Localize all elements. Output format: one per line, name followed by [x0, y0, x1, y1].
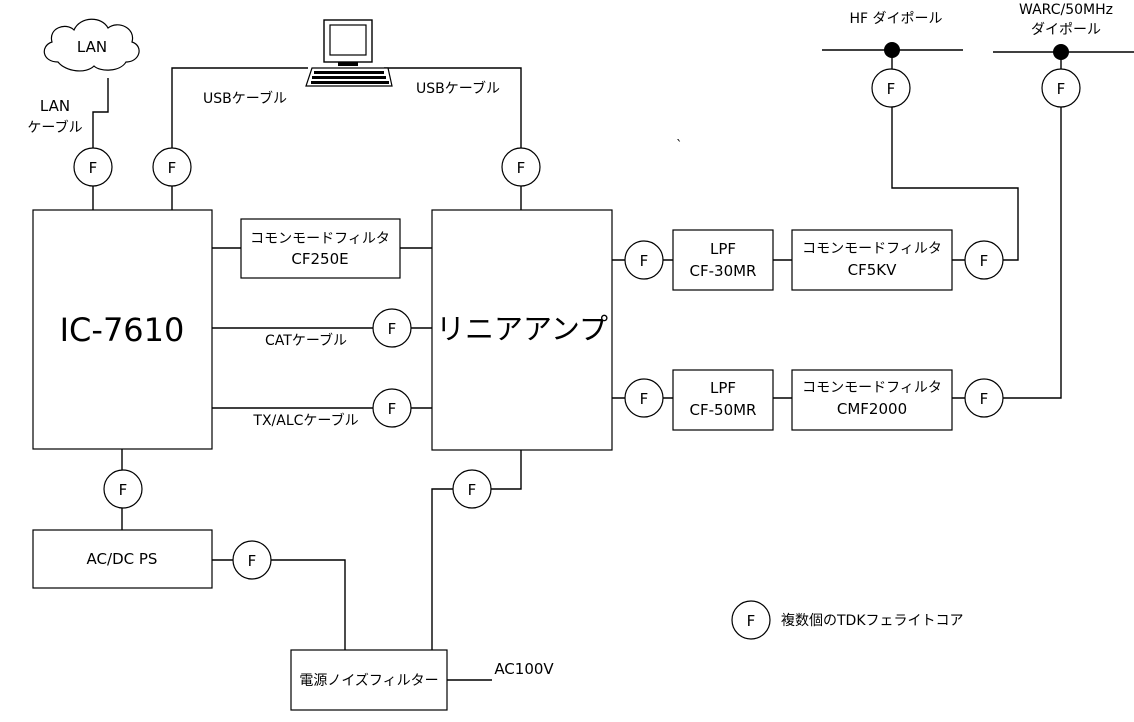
svg-text:F: F: [1057, 80, 1066, 98]
ferrite-core: F: [624, 378, 664, 418]
legend: F 複数個のTDKフェライトコア: [731, 600, 964, 640]
linear-amp-label: リニアアンプ: [436, 312, 608, 346]
cmf-cf250e-model: CF250E: [291, 250, 348, 268]
warc-dipole-label-line1: WARC/50MHz: [1019, 2, 1113, 18]
usb-cable-left-label: USBケーブル: [203, 90, 287, 107]
ferrite-core: F: [103, 469, 143, 509]
lpf-cf30mr-title: LPF: [710, 240, 736, 258]
lpf-cf50mr-block: LPF CF-50MR: [672, 369, 774, 431]
svg-text:F: F: [248, 552, 257, 570]
lan-cloud-icon: LAN: [43, 18, 140, 72]
linear-amp-block: リニアアンプ: [431, 209, 613, 451]
ic7610-label: IC-7610: [60, 311, 185, 349]
ferrite-core: F: [1041, 68, 1081, 108]
lan-wire: [92, 78, 109, 210]
svg-text:F: F: [747, 612, 756, 630]
ferrite-core: F: [624, 240, 664, 280]
noise-filter-label: 電源ノイズフィルター: [299, 673, 438, 689]
svg-text:F: F: [887, 80, 896, 98]
tx-alc-cable-label: TX/ALCケーブル: [252, 412, 358, 429]
svg-text:F: F: [640, 390, 649, 408]
cmf-cmf2000-block: コモンモードフィルタ CMF2000: [791, 369, 953, 431]
ic7610-block: IC-7610: [32, 209, 213, 450]
usb-wire-left: [171, 67, 308, 210]
svg-text:F: F: [388, 400, 397, 418]
cmf-cf250e-title: コモンモードフィルタ: [250, 231, 390, 247]
warc-rf-chain-wire: [612, 52, 1062, 399]
cmf-cmf2000-title: コモンモードフィルタ: [802, 380, 942, 396]
svg-text:F: F: [119, 481, 128, 499]
svg-text:F: F: [980, 252, 989, 270]
ferrite-core: F: [964, 378, 1004, 418]
cmf-cf5kv-model: CF5KV: [848, 261, 897, 279]
cmf-cf5kv-title: コモンモードフィルタ: [802, 241, 942, 257]
svg-text:F: F: [388, 320, 397, 338]
lan-cloud-label: LAN: [77, 38, 107, 56]
acdc-ps-label: AC/DC PS: [87, 550, 158, 568]
svg-text:F: F: [89, 159, 98, 177]
ferrite-cores: F F F F F F F F F F F F F F: [73, 68, 1081, 580]
lpf-cf30mr-block: LPF CF-30MR: [672, 229, 774, 291]
svg-text:F: F: [640, 252, 649, 270]
hf-antenna-feed-icon: [884, 42, 900, 58]
ferrite-core: F: [452, 469, 492, 509]
ferrite-core: F: [73, 147, 113, 187]
computer-icon: [305, 19, 393, 87]
svg-text:F: F: [980, 390, 989, 408]
lpf-cf30mr-model: CF-30MR: [690, 262, 757, 280]
warc-dipole-label-line2: ダイポール: [1031, 22, 1101, 38]
noise-filter-block: 電源ノイズフィルター: [290, 649, 448, 711]
ferrite-core: F: [871, 68, 911, 108]
ferrite-core: F: [232, 540, 272, 580]
ferrite-core: F: [372, 388, 412, 428]
cable-labels: LAN ケーブル USBケーブル USBケーブル CATケーブル TX/ALCケ…: [27, 2, 1113, 678]
hf-rf-chain-wire: [612, 50, 1019, 261]
hf-dipole-label: HF ダイポール: [849, 11, 942, 27]
ferrite-core: F: [152, 147, 192, 187]
ac100v-label: AC100V: [494, 660, 554, 678]
stray-mark: `: [676, 139, 683, 154]
ps-noise-wire: [212, 559, 346, 650]
svg-text:F: F: [517, 159, 526, 177]
lan-cable-label-line1: LAN: [40, 97, 70, 115]
ferrite-core: F: [964, 240, 1004, 280]
acdc-ps-block: AC/DC PS: [32, 529, 213, 589]
lan-cable-label-line2: ケーブル: [27, 119, 82, 136]
cmf-cmf2000-model: CMF2000: [837, 400, 907, 418]
ferrite-core: F: [501, 147, 541, 187]
cmf-cf5kv-block: コモンモードフィルタ CF5KV: [791, 229, 953, 291]
wires: [92, 49, 1134, 681]
warc-antenna-feed-icon: [1053, 44, 1069, 60]
legend-ferrite-symbol: [731, 600, 771, 640]
lpf-cf50mr-model: CF-50MR: [690, 401, 757, 419]
legend-text: 複数個のTDKフェライトコア: [781, 612, 964, 629]
cmf-cf250e-block: コモンモードフィルタ CF250E: [240, 218, 401, 279]
lpf-cf50mr-title: LPF: [710, 379, 736, 397]
ferrite-core: F: [372, 308, 412, 348]
usb-cable-right-label: USBケーブル: [416, 80, 500, 97]
cat-cable-label: CATケーブル: [265, 332, 347, 349]
svg-text:F: F: [168, 159, 177, 177]
svg-text:F: F: [468, 481, 477, 499]
